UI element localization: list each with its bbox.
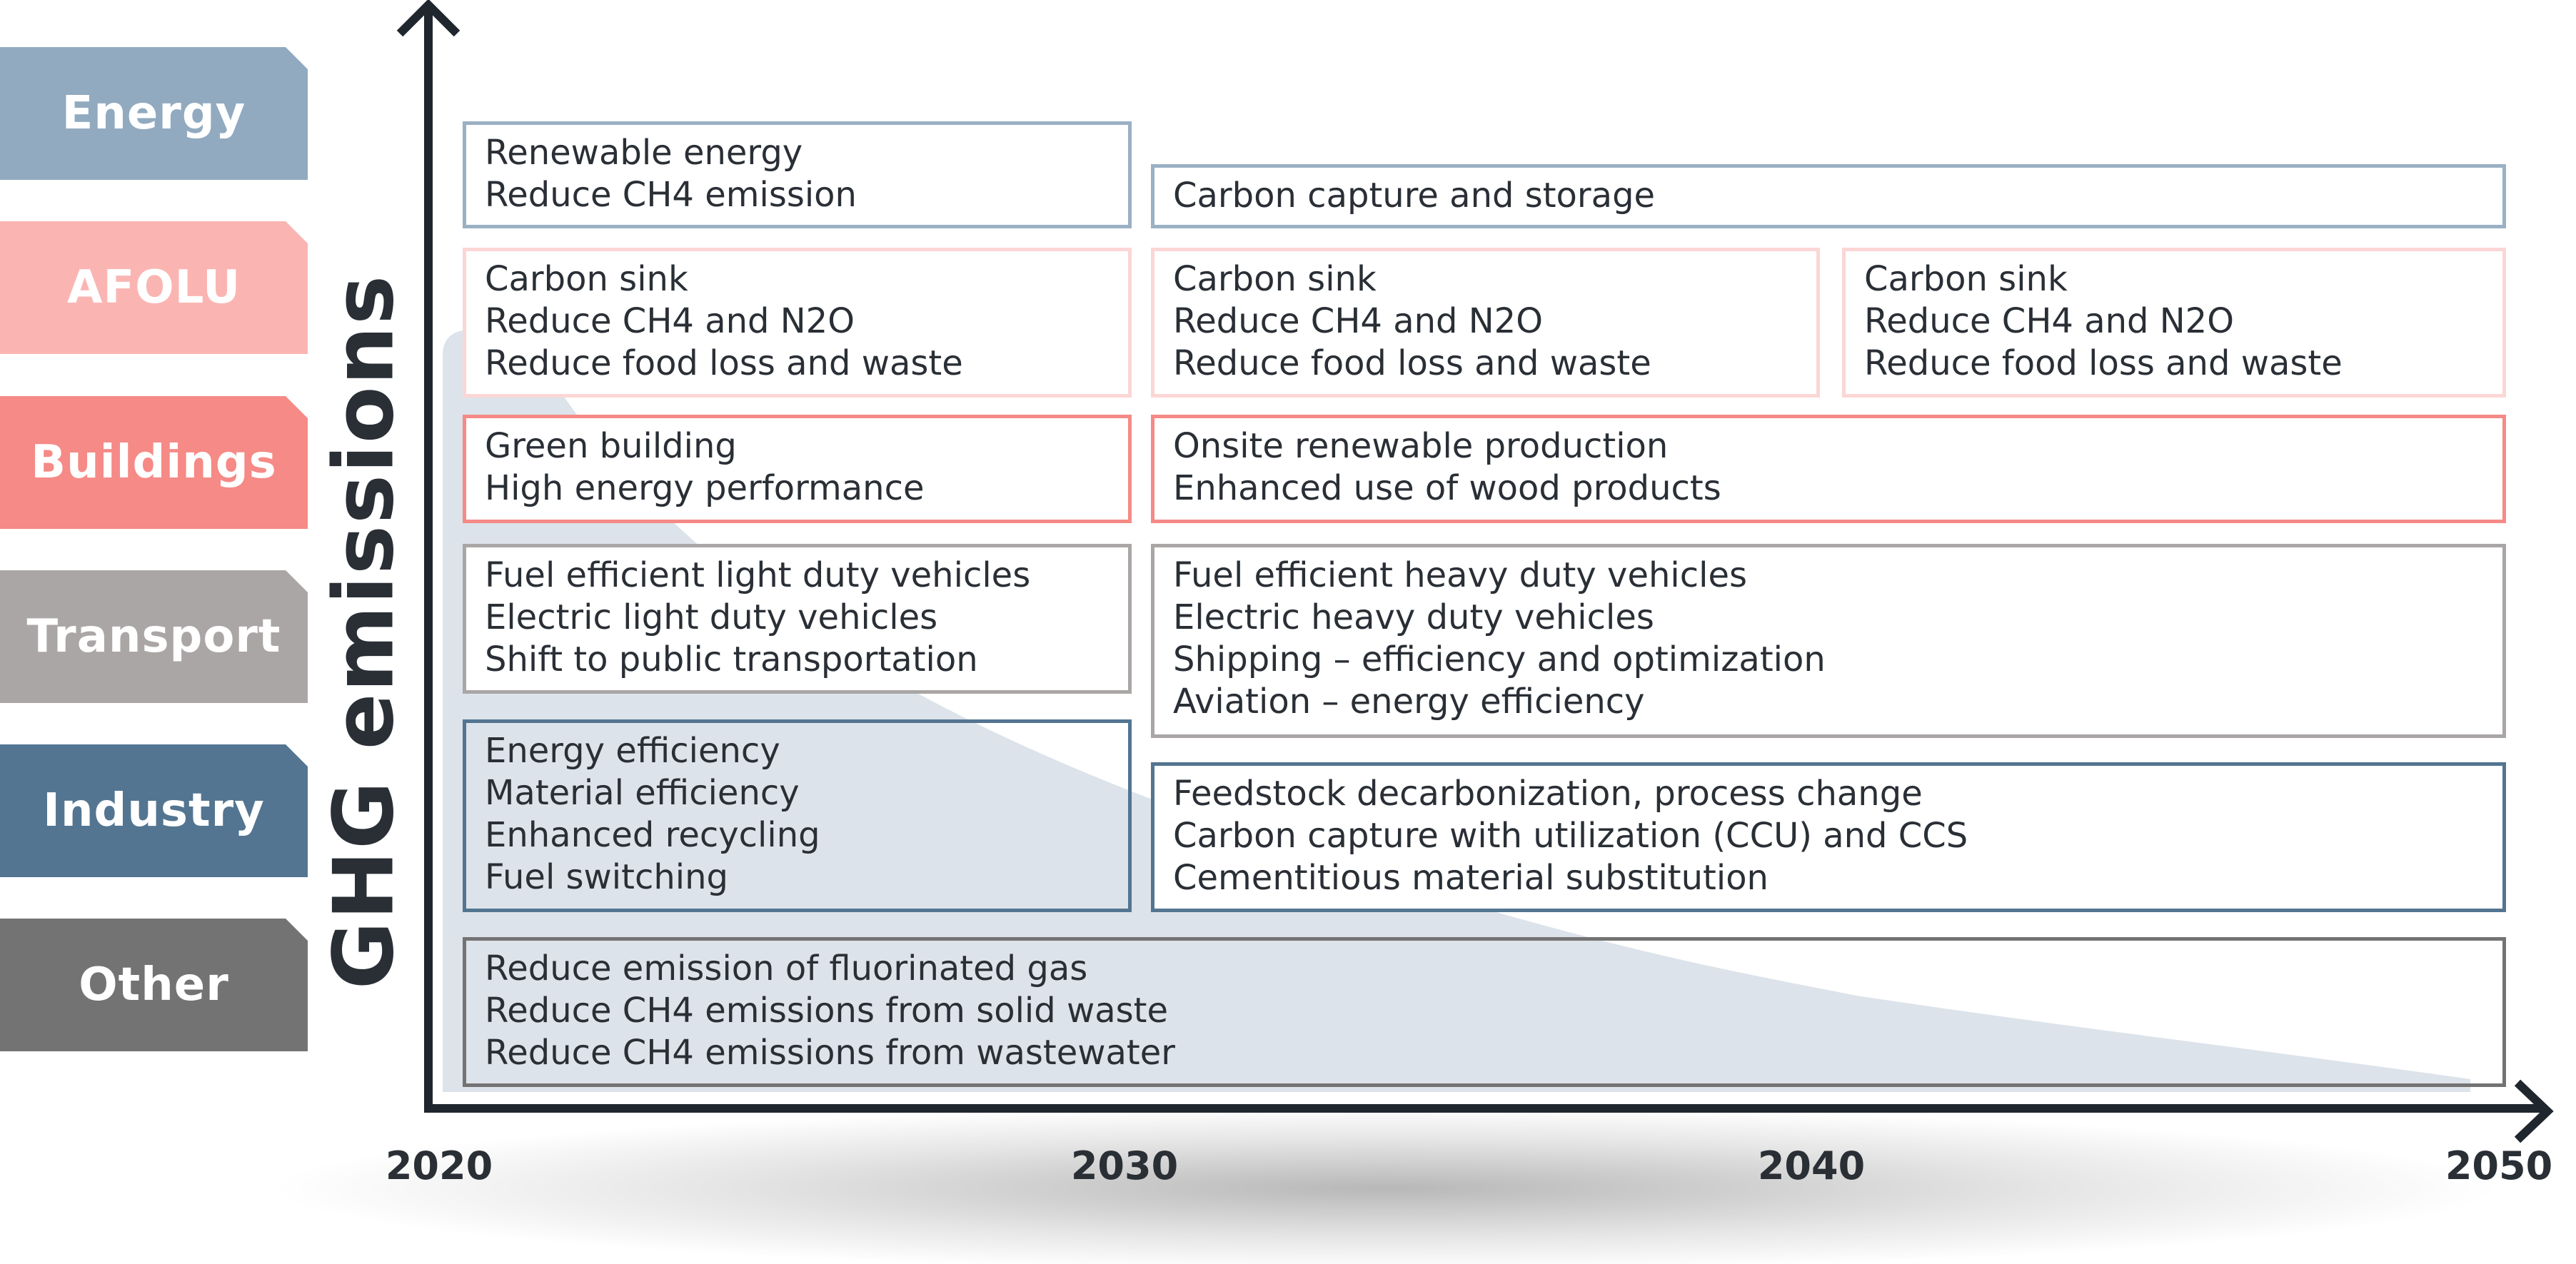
measure-item: Carbon capture and storage [1173,176,1656,216]
sector-tab-buildings: Buildings [0,396,308,529]
measure-item: Shift to public transportation [485,639,978,679]
measure-item: Reduce CH4 emission [485,175,857,215]
sector-tab-energy: Energy [0,47,308,180]
y-axis-label: GHG emissions [316,273,413,990]
measure-item: High energy performance [485,468,925,508]
ground-shadow [271,1106,2499,1264]
measure-item: Enhanced use of wood products [1173,468,1721,508]
axes [396,0,2554,1143]
measure-item: Fuel efficient light duty vehicles [485,555,1031,595]
measure-item: Material efficiency [485,773,800,813]
year-tick-2040: 2040 [1757,1143,1866,1188]
measure-item: Reduce food loss and waste [1864,343,2343,383]
box-energy-2030-2050: Carbon capture and storage [1151,164,2506,228]
measure-item: Enhanced recycling [485,815,820,855]
measure-item: Fuel switching [485,857,728,897]
measure-item: Carbon sink [1864,259,2068,299]
sector-tab-transport: Transport [0,570,308,703]
measure-item: Cementitious material substitution [1173,858,1769,898]
measure-item: Onsite renewable production [1173,426,1669,466]
measure-item: Reduce CH4 and N2O [485,301,855,341]
measure-item: Electric heavy duty vehicles [1173,597,1654,637]
measure-item: Fuel efficient heavy duty vehicles [1173,555,1747,595]
measure-item: Energy efficiency [485,731,780,771]
measure-item: Carbon sink [485,259,688,299]
measure-item: Aviation – energy efficiency [1173,682,1645,722]
box-industry-2030-2050: Feedstock decarbonization, process chang… [1151,762,2506,912]
emissions-area [443,330,2470,1092]
measure-item: Reduce food loss and waste [485,343,963,383]
year-tick-2050: 2050 [2445,1143,2553,1188]
measure-item: Reduce food loss and waste [1173,343,1651,383]
measure-item: Reduce CH4 and N2O [1864,301,2234,341]
measure-item: Reduce emission of fluorinated gas [485,949,1088,989]
measure-item: Renewable energy [485,133,803,173]
measure-item: Carbon capture with utilization (CCU) an… [1173,816,1968,856]
year-tick-2020: 2020 [385,1143,493,1188]
sector-tab-industry: Industry [0,744,308,877]
measure-item: Carbon sink [1173,259,1377,299]
measure-item: Feedstock decarbonization, process chang… [1173,774,1923,814]
measure-item: Reduce CH4 and N2O [1173,301,1543,341]
x-axis-arrow [2514,1079,2554,1143]
y-axis-arrow [396,0,461,37]
sector-tab-other: Other [0,919,308,1051]
measure-item: Shipping – efficiency and optimization [1173,639,1826,679]
measure-item: Reduce CH4 emissions from wastewater [485,1033,1175,1073]
sector-tab-afolu: AFOLU [0,221,308,354]
measure-item: Reduce CH4 emissions from solid waste [485,991,1168,1031]
year-tick-2030: 2030 [1070,1143,1179,1188]
measure-item: Green building [485,426,737,466]
measure-item: Electric light duty vehicles [485,597,938,637]
y-axis-line [424,7,2542,1113]
